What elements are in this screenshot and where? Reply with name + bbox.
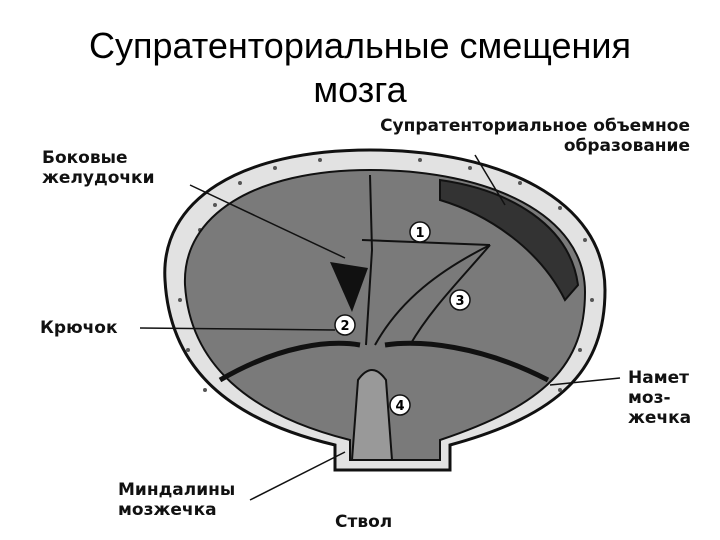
marker-1: 1 bbox=[410, 222, 430, 242]
label-ventricles-line-2: желудочки bbox=[42, 168, 155, 188]
label-ventricles: Боковые желудочки bbox=[42, 148, 155, 188]
label-mass-line-2: образование bbox=[250, 136, 690, 156]
label-mass: Супратенториальное объемное образование bbox=[250, 116, 690, 156]
marker-1-text: 1 bbox=[415, 226, 424, 241]
label-ventricles-line-1: Боковые bbox=[42, 148, 155, 168]
marker-2-text: 2 bbox=[340, 319, 349, 334]
marker-3: 3 bbox=[450, 290, 470, 310]
marker-3-text: 3 bbox=[455, 294, 464, 309]
label-tentorium-line-3: жечка bbox=[628, 408, 691, 428]
marker-4-text: 4 bbox=[395, 399, 404, 414]
label-tonsils-line-1: Миндалины bbox=[118, 480, 235, 500]
marker-4: 4 bbox=[390, 395, 410, 415]
label-tentorium: Намет моз- жечка bbox=[628, 368, 691, 428]
label-tentorium-line-2: моз- bbox=[628, 388, 691, 408]
brainstem bbox=[352, 370, 392, 460]
label-stem: Ствол bbox=[335, 512, 392, 532]
marker-2: 2 bbox=[335, 315, 355, 335]
label-tonsils: Миндалины мозжечка bbox=[118, 480, 235, 520]
label-mass-line-1: Супратенториальное объемное bbox=[250, 116, 690, 136]
label-tonsils-line-2: мозжечка bbox=[118, 500, 235, 520]
label-hook: Крючок bbox=[40, 318, 117, 338]
label-tentorium-line-1: Намет bbox=[628, 368, 691, 388]
